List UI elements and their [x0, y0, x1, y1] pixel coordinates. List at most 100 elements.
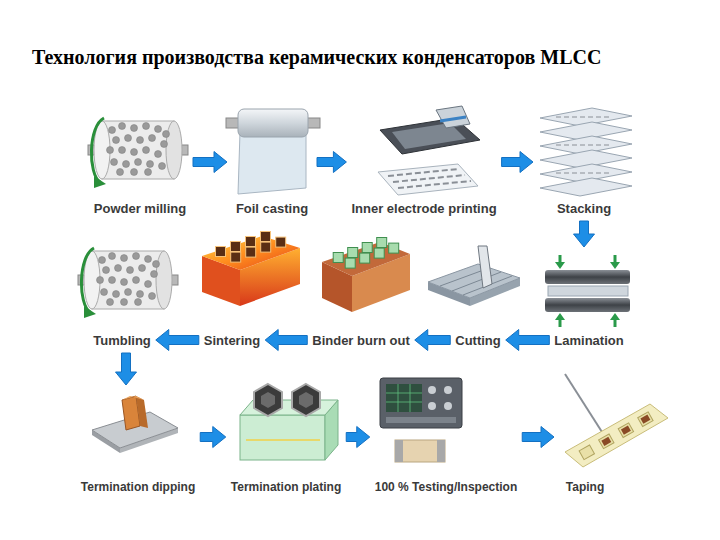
step-label: Powder milling	[94, 201, 186, 217]
step-label-group: Sintering	[202, 333, 262, 349]
chip	[261, 232, 271, 242]
process-step: Sintering	[202, 236, 262, 350]
printer-lid	[436, 106, 470, 128]
chip	[246, 237, 256, 247]
process-step: Foil casting	[230, 105, 314, 218]
step-label: 100 % Testing/Inspection	[375, 480, 517, 494]
flow-arrow	[415, 330, 451, 351]
process-step: Taping	[557, 372, 613, 495]
tape-pocket	[579, 445, 594, 460]
press-plate	[545, 270, 630, 284]
chip	[360, 253, 370, 263]
flow-arrow	[265, 330, 307, 351]
press-plate	[545, 298, 630, 312]
flow-arrow	[522, 427, 554, 448]
tray-top	[202, 236, 300, 270]
chip-in-pocket	[601, 437, 611, 446]
laminated-stack	[548, 286, 628, 296]
chip	[362, 243, 372, 253]
step-label: Binder burn out	[312, 333, 410, 349]
step-label-group: 100 % Testing/Inspection	[373, 480, 519, 494]
chip-top	[122, 396, 144, 400]
electrode-pattern	[556, 117, 610, 118]
electrode-pattern	[556, 173, 610, 174]
instrument-knob	[428, 386, 436, 394]
screen-grid	[410, 384, 411, 412]
flow-arrow	[574, 221, 595, 247]
dipping-plate	[92, 396, 178, 453]
process-step: Cutting	[453, 246, 502, 350]
ball-mill-drum	[88, 118, 188, 188]
instrument-panel	[386, 417, 456, 423]
flow-arrow	[502, 152, 533, 173]
screen-grid	[386, 393, 422, 394]
pressure-arrow	[614, 319, 617, 327]
cutting-blade	[478, 246, 492, 288]
tumbling-drum	[78, 248, 178, 318]
instrument-knob	[444, 402, 452, 410]
chip	[246, 247, 256, 257]
chip	[377, 238, 387, 248]
chip	[231, 242, 241, 252]
step-label-group: Termination dipping	[79, 480, 197, 494]
pocket	[618, 423, 633, 438]
chip-terminal	[437, 440, 445, 462]
cut-line	[452, 272, 501, 291]
sintering-kiln-tray	[202, 232, 300, 307]
pressure-arrow	[559, 319, 562, 327]
step-label: Taping	[566, 480, 604, 494]
pressure-arrowhead	[610, 313, 620, 320]
lamination-press	[545, 255, 630, 327]
chip	[345, 258, 355, 268]
step-label-group: Cutting	[453, 333, 502, 349]
process-step: Termination plating	[229, 382, 343, 495]
plating-solution	[246, 439, 320, 441]
chip	[261, 242, 271, 252]
process-step: Stacking	[536, 105, 632, 218]
process-step: Inner electrode printing	[349, 105, 498, 218]
screen-grid	[398, 384, 399, 412]
flow-arrow	[116, 353, 137, 385]
test-instrument	[380, 378, 462, 462]
step-label-group: Taping	[557, 480, 613, 494]
step-label: Inner electrode printing	[351, 201, 496, 217]
step-label: Lamination	[554, 333, 623, 349]
block-top	[428, 264, 520, 298]
step-label: Stacking	[557, 201, 611, 217]
stacked-sheet	[540, 178, 632, 196]
chip-side	[136, 396, 148, 428]
flow-arrow	[200, 427, 226, 448]
process-step: Binder burn out	[310, 240, 412, 350]
screen-printer	[378, 106, 480, 195]
pocket	[599, 434, 614, 449]
pressure-arrowhead	[555, 262, 565, 269]
ceramic-foil-sheet	[238, 132, 306, 194]
flow-arrow	[506, 330, 550, 351]
capacitor-chip	[395, 440, 445, 462]
step-label-group: Stacking	[536, 201, 632, 217]
pressure-arrowhead	[610, 262, 620, 269]
chip-terminal	[395, 440, 403, 462]
step-label: Sintering	[204, 333, 260, 349]
tape-pocket	[599, 434, 614, 449]
step-label-group: Binder burn out	[310, 333, 412, 349]
step-label-group: Inner electrode printing	[349, 201, 498, 217]
step-label: Termination dipping	[81, 480, 195, 494]
instrument-screen	[386, 384, 422, 412]
tray-top	[322, 242, 410, 276]
tank-front	[240, 415, 325, 460]
chip	[389, 243, 399, 253]
barrel-hub	[261, 392, 275, 408]
pocket	[638, 412, 653, 427]
step-label: Cutting	[455, 333, 500, 349]
step-label: Termination plating	[231, 480, 341, 494]
step-label-group: Foil casting	[230, 201, 314, 217]
chip-in-pocket	[640, 415, 650, 424]
sheet-stack	[540, 108, 632, 196]
pressure-arrowhead	[555, 313, 565, 320]
instrument-knob	[444, 386, 452, 394]
flow-arrow	[193, 152, 227, 173]
electrode-pattern	[398, 181, 471, 188]
